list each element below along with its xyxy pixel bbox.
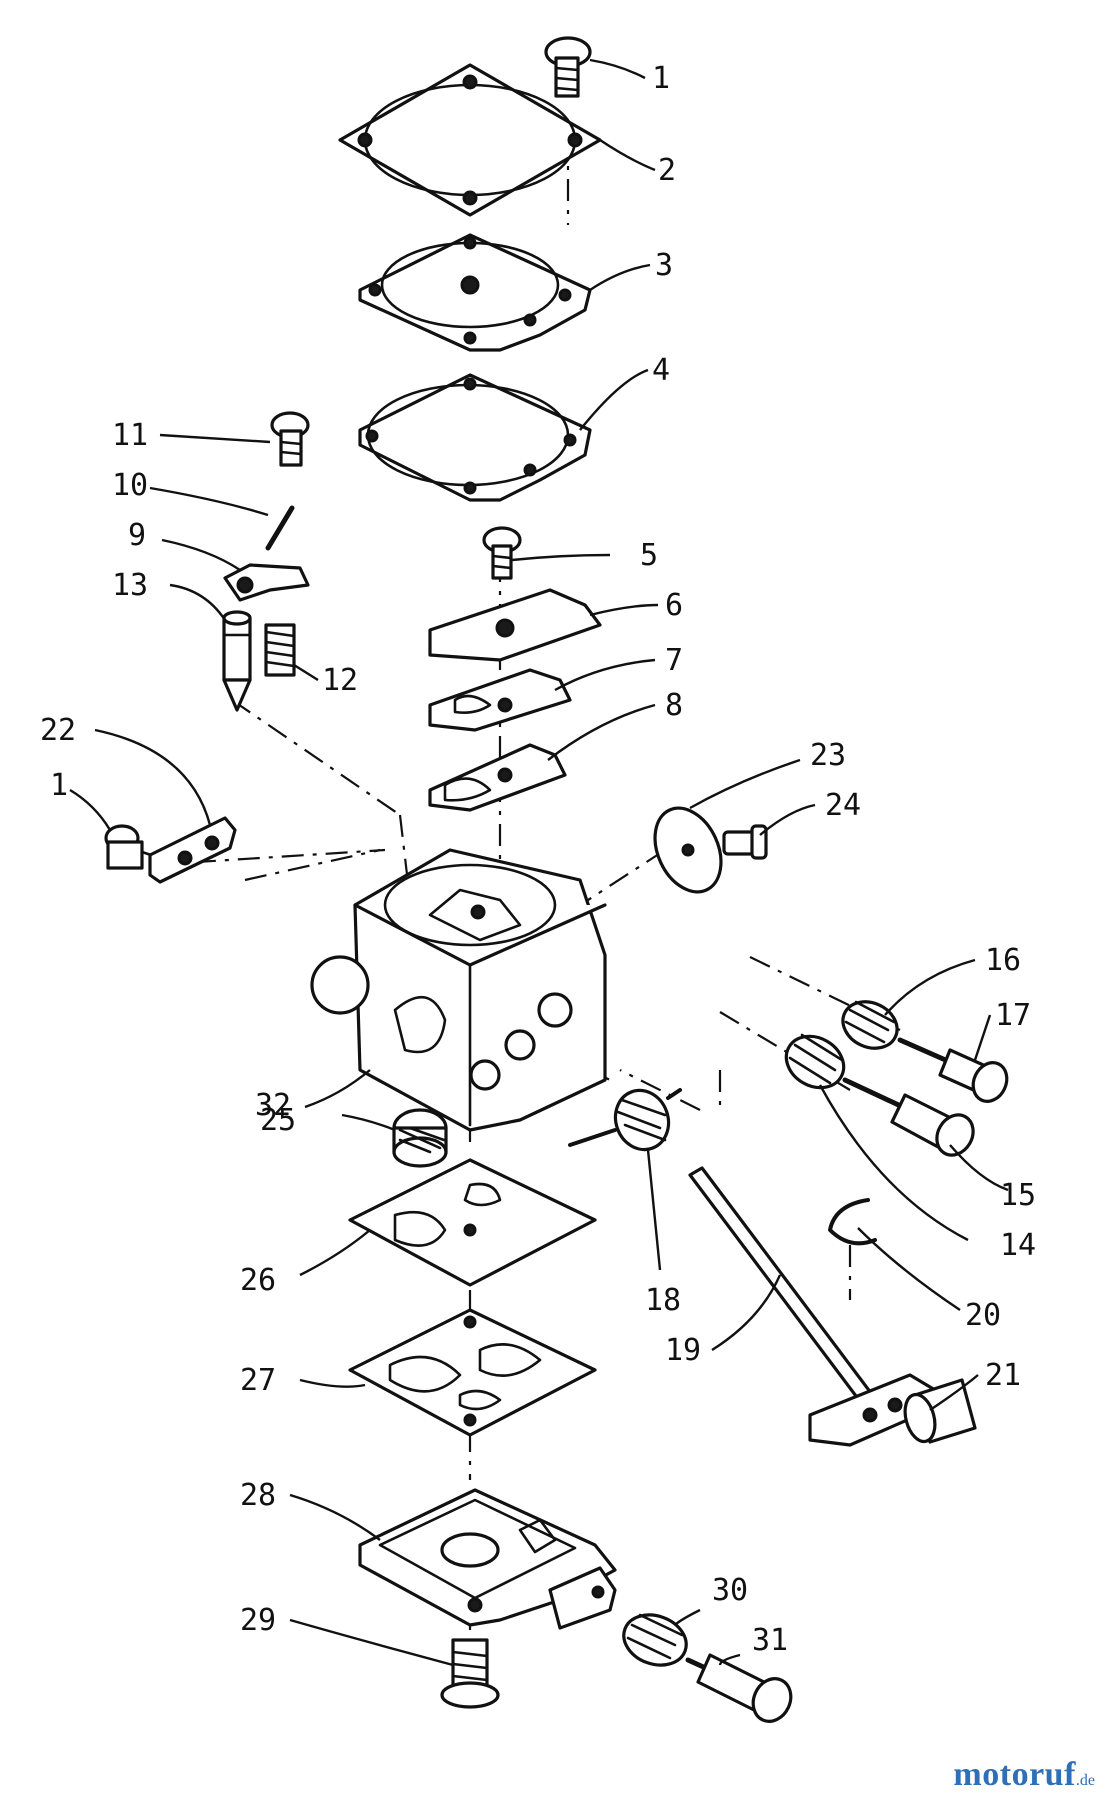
part-28-cover	[358, 1488, 617, 1630]
label-part-7: 7	[665, 643, 683, 678]
label-part-14: 14	[1000, 1228, 1036, 1263]
label-part-26: 26	[240, 1263, 276, 1298]
part-3-pump-diaphragm	[358, 233, 592, 352]
part-29-screw	[440, 1638, 500, 1709]
label-part-12: 12	[322, 663, 358, 698]
part-8-plate	[428, 743, 567, 812]
part-14-spring	[784, 1033, 846, 1090]
label-part-23: 23	[810, 738, 846, 773]
part-32-carburetor-body	[310, 848, 607, 1132]
part-22-bracket	[148, 816, 237, 884]
part-9-lever	[223, 563, 310, 602]
watermark-tld: .de	[1075, 1772, 1095, 1789]
part-12-spring	[264, 623, 296, 677]
label-part-29: 29	[240, 1603, 276, 1638]
label-part-4: 4	[652, 353, 670, 388]
label-part-31: 31	[752, 1623, 788, 1658]
part-6-plate	[428, 588, 602, 662]
label-part-24: 24	[825, 788, 861, 823]
label-part-32: 32	[255, 1088, 291, 1123]
leader-lines	[69, 58, 1009, 1667]
label-part-6: 6	[665, 588, 683, 623]
label-part-30: 30	[712, 1573, 748, 1608]
label-part-13: 13	[112, 568, 148, 603]
part-26-gasket	[348, 1158, 597, 1287]
label-part-16: 16	[985, 943, 1021, 978]
part-24-screw	[722, 824, 768, 860]
part-23-disc	[653, 806, 723, 894]
label-part-2: 2	[658, 153, 676, 188]
label-part-20: 20	[965, 1298, 1001, 1333]
part-20-clip	[828, 1198, 877, 1246]
part-19-throttle-shaft	[688, 1166, 937, 1447]
label-part-10: 10	[112, 468, 148, 503]
part-27-diaphragm	[348, 1308, 597, 1437]
watermark-brand: motoruf	[953, 1756, 1076, 1793]
label-part-17: 17	[995, 998, 1031, 1033]
part-5-screw	[482, 526, 522, 580]
label-part-18: 18	[645, 1283, 681, 1318]
label-part-22: 22	[40, 713, 76, 748]
label-part-1-left: 1	[50, 768, 68, 803]
label-part-5: 5	[640, 538, 658, 573]
part-31-screw	[685, 1653, 793, 1723]
label-part-9: 9	[128, 518, 146, 553]
part-7-plate	[428, 668, 572, 732]
label-part-1-top: 1	[652, 61, 670, 96]
part-17-screw	[897, 1037, 1009, 1103]
part-15-screw	[842, 1077, 975, 1157]
part-25-filter	[392, 1108, 448, 1168]
label-part-28: 28	[240, 1478, 276, 1513]
watermark-logo: motoruf.de	[953, 1756, 1095, 1794]
part-10-pin	[265, 505, 295, 551]
label-part-8: 8	[665, 688, 683, 723]
part-1-screw-left	[104, 824, 162, 870]
label-part-25: 25	[260, 1103, 296, 1138]
part-4-gasket	[358, 373, 592, 502]
part-16-spring	[841, 1000, 899, 1050]
label-part-21: 21	[985, 1358, 1021, 1393]
part-labels: 1 2 3 4 5 6 7 8 9 10 11 12 13 14 15 16 1…	[40, 61, 1036, 1658]
label-part-11: 11	[112, 418, 148, 453]
label-part-15: 15	[1000, 1178, 1036, 1213]
part-13-needle	[222, 610, 252, 712]
label-part-27: 27	[240, 1363, 276, 1398]
part-21-plug	[903, 1378, 977, 1444]
part-1-screw-top	[544, 36, 592, 98]
part-18-spring	[568, 1088, 682, 1152]
label-part-3: 3	[655, 248, 673, 283]
label-part-19: 19	[665, 1333, 701, 1368]
part-11-screw	[270, 411, 310, 467]
part-30-spring	[622, 1613, 688, 1667]
